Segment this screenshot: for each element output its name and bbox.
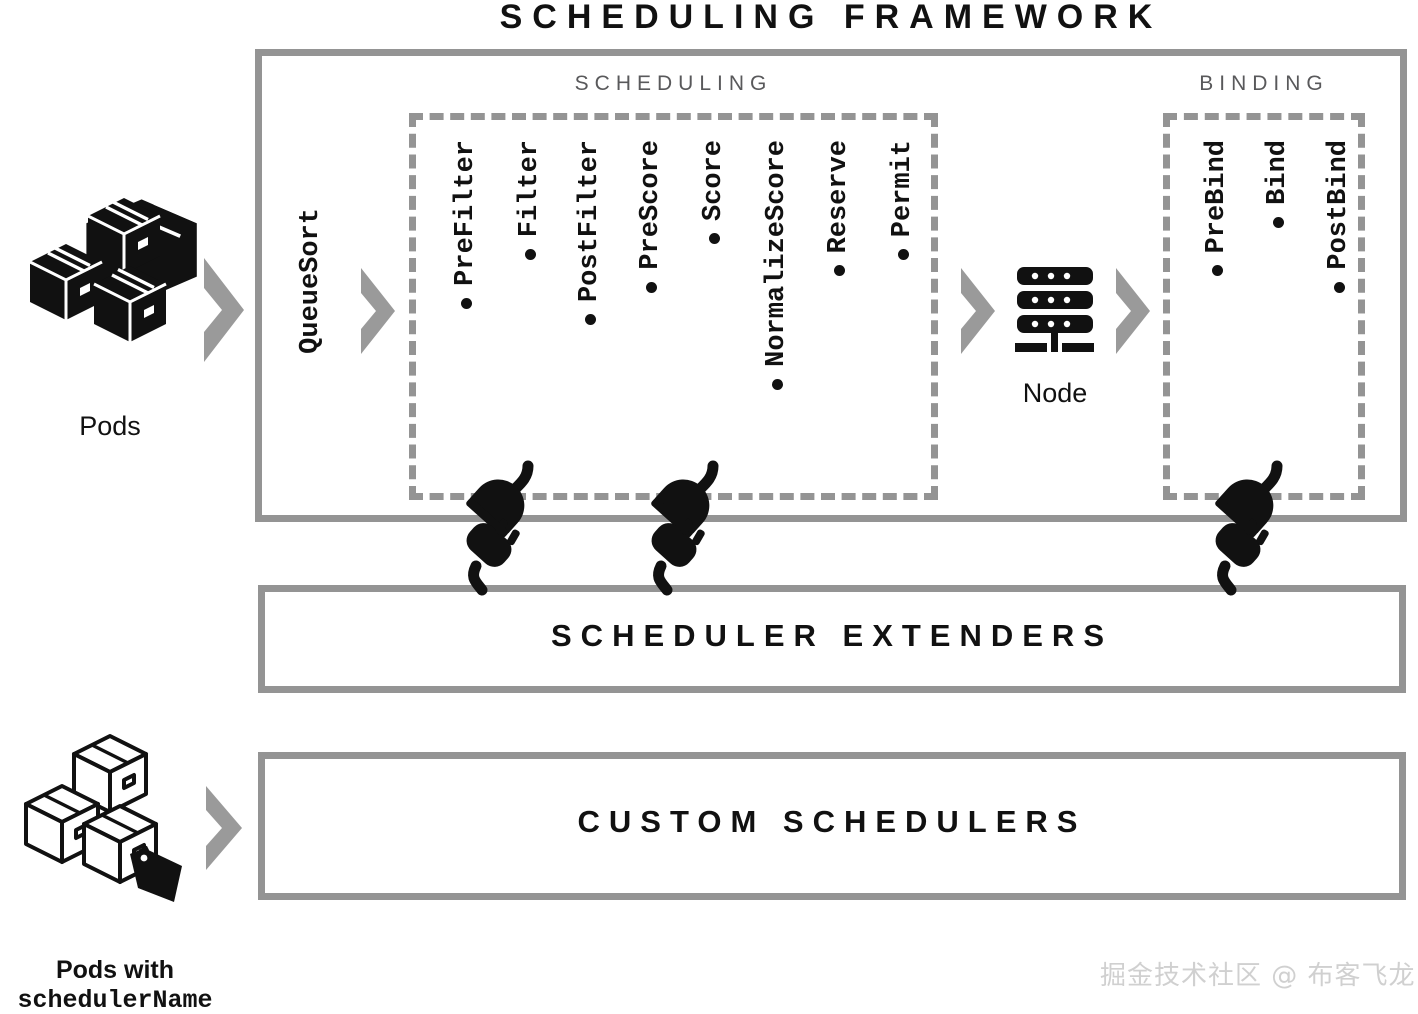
plugin-bullet-dot <box>833 265 845 277</box>
pods-with-label-line1: Pods with <box>55 956 175 984</box>
plugin-bullet-dot <box>1272 216 1284 228</box>
arrow-queuesort-to-scheduling-icon <box>358 268 398 359</box>
pods-with-schedulername-icon <box>22 730 212 920</box>
plugin-prescore-label: PreScore <box>635 140 666 270</box>
pods-with-label-line2: schedulerName <box>17 985 213 1014</box>
plugin-prebind[interactable]: PreBind <box>1200 140 1234 470</box>
plugin-reserve[interactable]: Reserve <box>822 140 856 470</box>
plugin-bullet-dot <box>1211 265 1223 277</box>
plugin-bullet-dot <box>460 297 472 309</box>
arrow-pods-to-custom-schedulers-icon <box>203 786 247 875</box>
scheduling-cycle-dashed-box <box>409 113 938 500</box>
plugin-permit-label: Permit <box>887 140 918 238</box>
plugin-bullet-dot <box>771 378 783 390</box>
plugin-bullet-dot <box>1333 281 1345 293</box>
arrow-scheduling-to-node-icon <box>958 268 998 359</box>
binding-section-label: BINDING <box>1199 72 1329 95</box>
plugin-reserve-label: Reserve <box>823 140 854 254</box>
queuesort-label: QueueSort <box>296 208 326 354</box>
scheduling-framework-frame <box>255 49 1407 522</box>
plugin-bullet-dot <box>708 233 720 245</box>
scheduler-name-tag-icon <box>130 845 182 902</box>
plugin-prebind-label: PreBind <box>1201 140 1232 254</box>
plugin-bind[interactable]: Bind <box>1261 140 1295 470</box>
plugin-normalizescore[interactable]: NormalizeScore <box>760 140 794 470</box>
plugin-bullet-dot <box>645 281 657 293</box>
plugin-bind-label: Bind <box>1262 140 1293 205</box>
custom-schedulers-label: CUSTOM SCHEDULERS <box>577 804 1087 839</box>
plugin-prefilter[interactable]: PreFilter <box>449 140 483 470</box>
plugin-bullet-dot <box>584 314 596 326</box>
plugin-postbind[interactable]: PostBind <box>1322 140 1356 470</box>
plugin-prefilter-label: PreFilter <box>450 140 481 286</box>
arrow-node-to-binding-icon <box>1113 268 1153 359</box>
plugin-permit[interactable]: Permit <box>886 140 920 470</box>
scheduling-section-label: SCHEDULING <box>574 72 773 95</box>
plugin-normalizescore-label: NormalizeScore <box>761 140 792 367</box>
plugin-postfilter[interactable]: PostFilter <box>573 140 607 470</box>
pods-label: Pods <box>79 411 141 441</box>
arrow-pods-to-framework-icon <box>200 258 248 367</box>
pods-with-schedulername-label: Pods with schedulerName <box>0 955 230 1014</box>
plugin-bullet-dot <box>524 249 536 261</box>
pods-icon <box>20 196 207 366</box>
plugin-filter-label: Filter <box>514 140 545 238</box>
node-server-icon <box>1013 265 1097 355</box>
plugin-bullet-dot <box>897 249 909 261</box>
node-label: Node <box>1022 378 1088 408</box>
scheduler-extenders-frame: SCHEDULER EXTENDERS <box>258 585 1406 693</box>
page-title: SCHEDULING FRAMEWORK <box>499 0 1163 36</box>
plugin-postbind-label: PostBind <box>1323 140 1354 270</box>
plugin-score[interactable]: Score <box>697 140 731 470</box>
plugin-filter[interactable]: Filter <box>513 140 547 470</box>
plugin-score-label: Score <box>698 140 729 222</box>
scheduler-extenders-label: SCHEDULER EXTENDERS <box>551 618 1113 653</box>
plugin-prescore[interactable]: PreScore <box>634 140 668 470</box>
plugin-postfilter-label: PostFilter <box>574 140 605 303</box>
custom-schedulers-frame: CUSTOM SCHEDULERS <box>258 752 1406 900</box>
watermark: 掘金技术社区 @ 布客飞龙 <box>1100 961 1416 991</box>
